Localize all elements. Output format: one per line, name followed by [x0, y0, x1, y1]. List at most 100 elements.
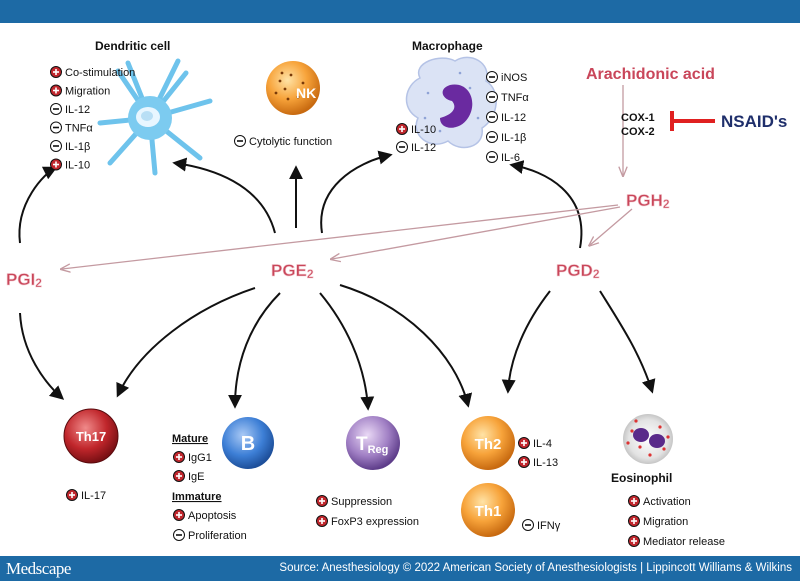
pgh2-to-pgi2-arrow [62, 204, 619, 269]
th1-item-list: IFNγ [522, 519, 561, 532]
effect-label: Migration [643, 516, 688, 528]
th1-cell-label: Th1 [475, 503, 502, 520]
effect-label: IL-12 [65, 104, 90, 116]
plus-sign-icon [173, 470, 185, 482]
th17-cell-label: Th17 [76, 429, 106, 444]
eosinophil-title: Eosinophil [611, 471, 672, 485]
nsaid-label: NSAID's [721, 112, 787, 131]
effect-label: IgE [188, 471, 205, 483]
effect-label: Co-stimulation [65, 67, 135, 79]
effect-label: IL-13 [533, 457, 558, 469]
effect-label: IL-12 [501, 112, 526, 124]
pgd2-to-macrophage-arrow [509, 160, 583, 249]
b-mature-label: Mature [172, 433, 208, 445]
pge2-to-treg-arrow [319, 292, 375, 411]
plus-sign-icon [316, 495, 328, 507]
dendritic-cell-title: Dendritic cell [95, 39, 170, 53]
pge2-to-th17-arrow [116, 287, 256, 398]
effect-label: Activation [643, 496, 691, 508]
th2-cell-label: Th2 [475, 436, 502, 453]
th17-cell-icon [63, 408, 119, 464]
plus-sign-icon [50, 66, 62, 78]
minus-sign-icon [50, 103, 62, 115]
effect-label: IFNγ [537, 520, 561, 532]
source-credit: Source: Anesthesiology © 2022 American S… [279, 562, 792, 574]
minus-sign-icon [486, 71, 498, 83]
cox2-label: COX-2 [621, 126, 655, 138]
pgi2-to-dendritic-arrow [18, 166, 58, 244]
plus-sign-icon [66, 489, 78, 501]
plus-sign-icon [396, 123, 408, 135]
effect-label: Suppression [331, 496, 392, 508]
plus-sign-icon [50, 158, 62, 171]
effect-label: TNFα [501, 92, 529, 104]
medscape-logo: Medscape [6, 559, 71, 578]
th2-cell-icon [461, 416, 515, 470]
pgi2-label: PGI2 [6, 270, 42, 290]
plus-sign-icon [173, 509, 185, 521]
dendritic-cell-icon [97, 58, 213, 176]
b-cell-label: B [241, 433, 255, 455]
eosinophil-icon [623, 414, 673, 464]
minus-sign-icon [50, 140, 62, 152]
minus-sign-icon [396, 141, 408, 153]
effect-label: IL-6 [501, 152, 520, 164]
effect-label: IL-10 [65, 160, 90, 172]
pge2-to-dendritic-arrow [172, 157, 276, 234]
plus-sign-icon [628, 495, 640, 507]
effect-label: Proliferation [188, 530, 247, 542]
minus-sign-icon [486, 131, 498, 143]
nk-cell-label: NK [296, 85, 316, 101]
pge2-to-macrophage-arrow [320, 150, 393, 234]
effect-label: IgG1 [188, 452, 212, 464]
plus-sign-icon [628, 515, 640, 527]
treg-cell-label: TReg [356, 434, 388, 456]
minus-sign-icon [50, 121, 62, 134]
nsaid-inhibition-bar [670, 111, 715, 131]
effect-label: TNFα [65, 123, 93, 135]
effect-label: Mediator release [643, 536, 725, 548]
minus-sign-icon [522, 519, 534, 531]
plus-sign-icon [518, 437, 530, 449]
top-bar [0, 0, 800, 23]
nk-item-list: Cytolytic function [234, 135, 332, 148]
plus-sign-icon [316, 515, 328, 527]
effect-label: IL-4 [533, 438, 552, 450]
cox1-label: COX-1 [621, 112, 655, 124]
effect-label: Migration [65, 86, 110, 98]
immune-diagram: PGI2 PGE2 PGD2 PGH2 Arachidonic acid COX… [6, 39, 788, 548]
effect-label: IL-12 [411, 142, 436, 154]
pgd2-label: PGD2 [556, 261, 600, 281]
effect-label: IL-17 [81, 490, 106, 502]
minus-sign-icon [486, 91, 498, 103]
dendritic-item-list: Co-stimulationMigrationIL-12TNFαIL-1βIL-… [50, 66, 135, 172]
pgi2-to-th17-arrow [19, 312, 65, 400]
plus-sign-icon [518, 456, 530, 468]
minus-sign-icon [486, 111, 498, 123]
pgd2-to-eosinophil-arrow [599, 290, 656, 394]
plus-sign-icon [173, 451, 185, 463]
b-immature-label: Immature [172, 491, 222, 503]
effect-label: Cytolytic function [249, 136, 332, 148]
effect-label: Apoptosis [188, 510, 237, 522]
plus-sign-icon [628, 535, 640, 547]
macrophage-icon [405, 56, 497, 149]
th1-cell-icon [461, 483, 515, 537]
th2-item-list: IL-4IL-13 [518, 437, 558, 469]
pgh2-label: PGH2 [626, 191, 670, 211]
minus-sign-icon [173, 529, 185, 541]
effect-label: FoxP3 expression [331, 516, 419, 528]
effect-label: IL-1β [65, 141, 90, 153]
b-cell-icon [222, 417, 274, 469]
footer-bar: Medscape Source: Anesthesiology © 2022 A… [0, 556, 800, 581]
plus-sign-icon [50, 84, 62, 97]
pgh2-to-pgd2-arrow [590, 208, 633, 245]
pgd2-to-th2-arrow [501, 290, 551, 394]
effect-label: IL-10 [411, 124, 436, 136]
pgh2-to-pge2-arrow [332, 206, 621, 259]
